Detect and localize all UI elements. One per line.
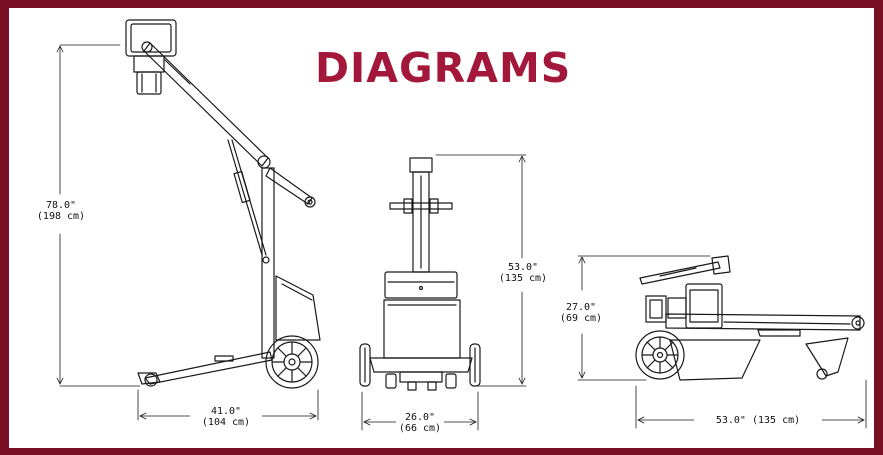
side-height-label: 78.0" (198 cm) [28,200,94,222]
front-width-label: 26.0" (66 cm) [396,412,444,434]
page-title: DIAGRAMS [315,44,572,92]
side-height-imperial: 78.0" [45,200,77,211]
folded-view-machine [635,255,865,381]
side-length-imperial: 41.0" [210,406,242,417]
folded-view-dimension-lines [577,255,867,429]
front-width-imperial: 26.0" [404,412,436,423]
front-height-label: 53.0" (135 cm) [490,262,556,284]
folded-length-text: 53.0" (135 cm) [715,415,801,426]
side-height-metric: (198 cm) [36,211,86,222]
front-height-metric: (135 cm) [498,273,548,284]
side-view-machine [125,19,321,389]
folded-height-metric: (69 cm) [559,313,603,324]
folded-length-label: 53.0" (135 cm) [694,415,822,426]
folded-height-imperial: 27.0" [565,302,597,313]
front-height-imperial: 53.0" [507,262,539,273]
side-view-dimension-lines [56,44,319,421]
folded-height-label: 27.0" (69 cm) [548,302,614,324]
front-view-machine [359,157,481,391]
front-width-metric: (66 cm) [398,423,442,434]
side-length-label: 41.0" (104 cm) [190,406,262,428]
side-length-metric: (104 cm) [201,417,251,428]
front-view-dimension-lines [361,154,527,431]
